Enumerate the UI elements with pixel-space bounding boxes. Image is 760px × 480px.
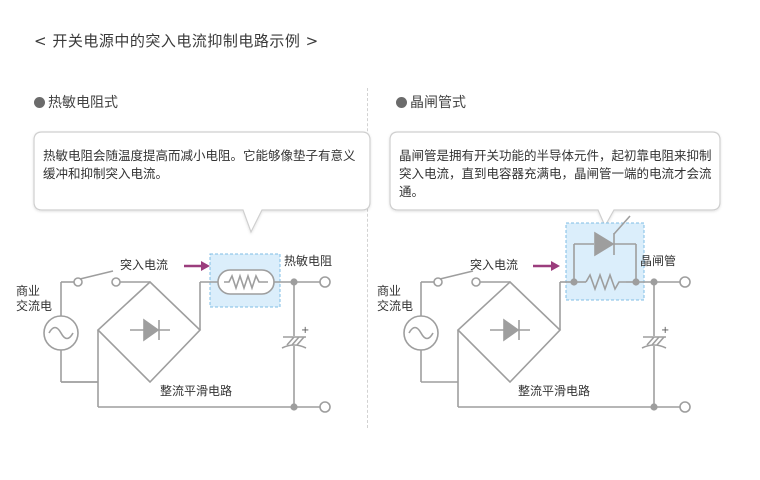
bridge-rectifier xyxy=(96,280,202,384)
thyristor-label: 晶闸管 xyxy=(640,254,677,268)
cap-plus-right: + xyxy=(661,325,669,336)
output-terminal xyxy=(319,276,331,288)
diode-icon xyxy=(143,318,160,342)
thermistor-label: 热敏电阻 xyxy=(284,254,333,268)
ac-source-label: 商业 交流电 xyxy=(16,284,53,313)
section-title-thermistor-text: 热敏电阻式 xyxy=(48,95,118,111)
speech-bubble-left xyxy=(33,131,371,234)
thyristor-circuit xyxy=(403,215,691,413)
bubble-text-thyristor: 晶闸管是拥有开关功能的半导体元件，起初靠电阻来抑制突入电流，直到电容器充满电，晶… xyxy=(399,148,712,199)
switch-icon xyxy=(73,277,83,287)
cap-plus-left: + xyxy=(301,325,309,336)
panel-divider xyxy=(367,88,368,428)
inrush-current-label: 突入电流 xyxy=(120,258,169,272)
switch-icon xyxy=(433,277,443,287)
diode-icon xyxy=(503,318,520,342)
rectifier-label: 整流平滑电路 xyxy=(518,384,591,398)
section-title-thyristor: 晶闸管式 xyxy=(396,92,466,112)
output-terminal xyxy=(679,276,691,288)
speech-bubble-right xyxy=(389,131,721,228)
section-title-thermistor: 热敏电阻式 xyxy=(34,92,118,112)
output-terminal xyxy=(679,401,691,413)
inrush-arrow-left xyxy=(184,261,210,271)
bubble-text-thermistor: 热敏电阻会随温度提高而减小电阻。它能够像垫子有意义缓冲和抑制突入电流。 xyxy=(43,148,356,181)
output-terminal xyxy=(319,401,331,413)
thyristor-icon xyxy=(594,231,615,257)
bullet-icon xyxy=(34,97,45,108)
thyristor-highlight-box xyxy=(565,222,645,301)
rectifier-label: 整流平滑电路 xyxy=(160,384,233,398)
inrush-arrow-right xyxy=(533,261,560,271)
page-title: < 开关电源中的突入电流抑制电路示例 > xyxy=(34,32,319,50)
bullet-icon xyxy=(396,97,407,108)
resistor-icon xyxy=(585,272,626,292)
bridge-rectifier xyxy=(456,280,562,384)
inrush-current-label: 突入电流 xyxy=(470,258,519,272)
thermistor-circuit xyxy=(43,253,331,413)
section-title-thyristor-text: 晶闸管式 xyxy=(410,95,466,111)
ac-source-label: 商业 交流电 xyxy=(377,284,414,313)
